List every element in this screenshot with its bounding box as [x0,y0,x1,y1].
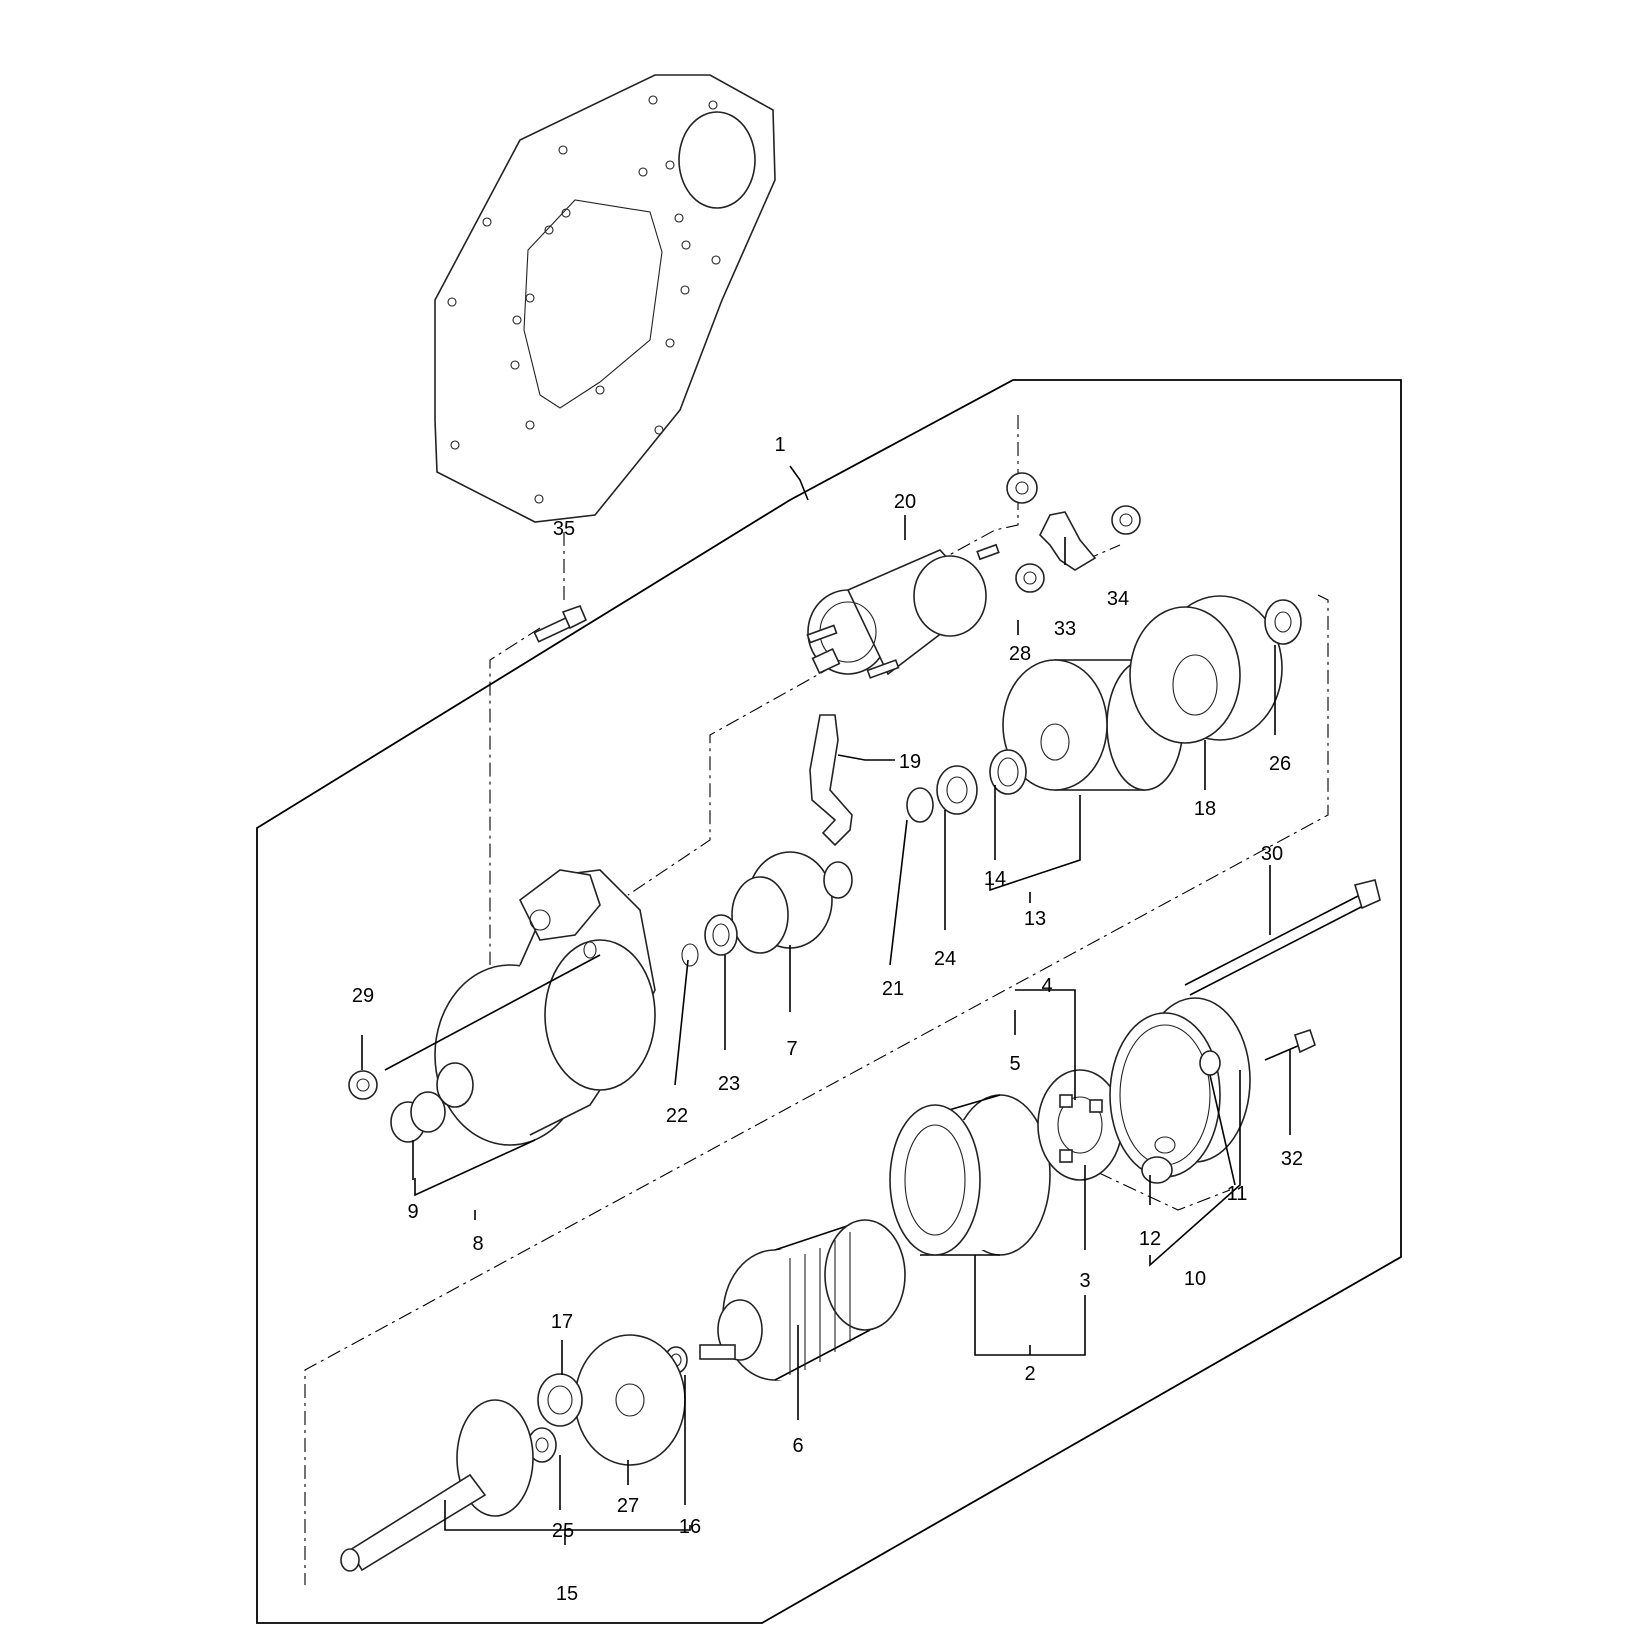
callout-26: 26 [1269,753,1291,775]
shaft-15 [340,1399,534,1572]
callout-leaders [361,465,1291,1545]
callout-13: 13 [1024,908,1046,930]
callout-20: 20 [894,491,916,513]
callout-6: 6 [792,1435,803,1457]
small-nuts [1006,472,1141,593]
callout-24: 24 [934,948,956,970]
ring-22 [681,943,699,967]
callout-25: 25 [552,1520,574,1542]
gear-17 [537,1373,583,1427]
mounting-plate [434,74,776,523]
callout-18: 18 [1194,798,1216,820]
callout-22: 22 [666,1105,688,1127]
drive-housing-8 [434,869,656,1146]
callout-15: 15 [556,1583,578,1605]
callout-34: 34 [1107,588,1129,610]
callout-14: 14 [984,868,1006,890]
bolt-35 [533,604,588,643]
cover-18 [1129,595,1283,744]
callout-5: 5 [1009,1053,1020,1075]
assembly-frame [256,379,1402,1624]
callout-17: 17 [551,1311,573,1333]
cap-12 [1141,1156,1173,1184]
through-bolt-30 [1184,879,1381,996]
callout-30: 30 [1261,843,1283,865]
callout-9: 9 [407,1201,418,1223]
callout-7: 7 [786,1038,797,1060]
bushing-11 [1199,1050,1221,1076]
callout-32: 32 [1281,1148,1303,1170]
callout-10: 10 [1184,1268,1206,1290]
clip-21 [906,787,934,823]
callout-27: 27 [617,1495,639,1517]
end-frame-10 [1109,997,1251,1178]
spring-23 [704,914,738,956]
callout-28: 28 [1009,643,1031,665]
solenoid-20 [806,543,1000,679]
armature-6 [699,1219,906,1381]
callout-33: 33 [1054,618,1076,640]
callout-labels: 1 20 35 34 33 28 19 26 18 30 14 13 24 21… [352,434,1303,1605]
yoke-2 [889,1094,1051,1256]
brush-holder-3 [1037,1069,1123,1181]
callout-29: 29 [352,985,374,1007]
washer-26 [1264,599,1302,645]
callout-23: 23 [718,1073,740,1095]
plate-27 [574,1334,686,1466]
callout-2: 2 [1024,1363,1035,1385]
bracket-33 [1039,511,1097,571]
callout-3: 3 [1079,1270,1090,1292]
callout-8: 8 [472,1233,483,1255]
callout-16: 16 [679,1516,701,1538]
leader-29-line [384,954,601,1071]
clutch-7 [731,851,853,954]
bushing-9 [390,1091,446,1143]
nut-29 [348,1070,378,1100]
callout-35: 35 [553,518,575,540]
callout-21: 21 [882,978,904,1000]
callout-1: 1 [774,434,785,456]
shift-lever-19 [809,714,853,847]
screw-32 [1264,1028,1316,1061]
washer-24 [936,765,978,815]
callout-19: 19 [899,751,921,773]
callout-12: 12 [1139,1228,1161,1250]
bushing-14 [989,749,1027,795]
callout-4: 4 [1041,975,1052,997]
callout-11: 11 [1227,1183,1248,1205]
